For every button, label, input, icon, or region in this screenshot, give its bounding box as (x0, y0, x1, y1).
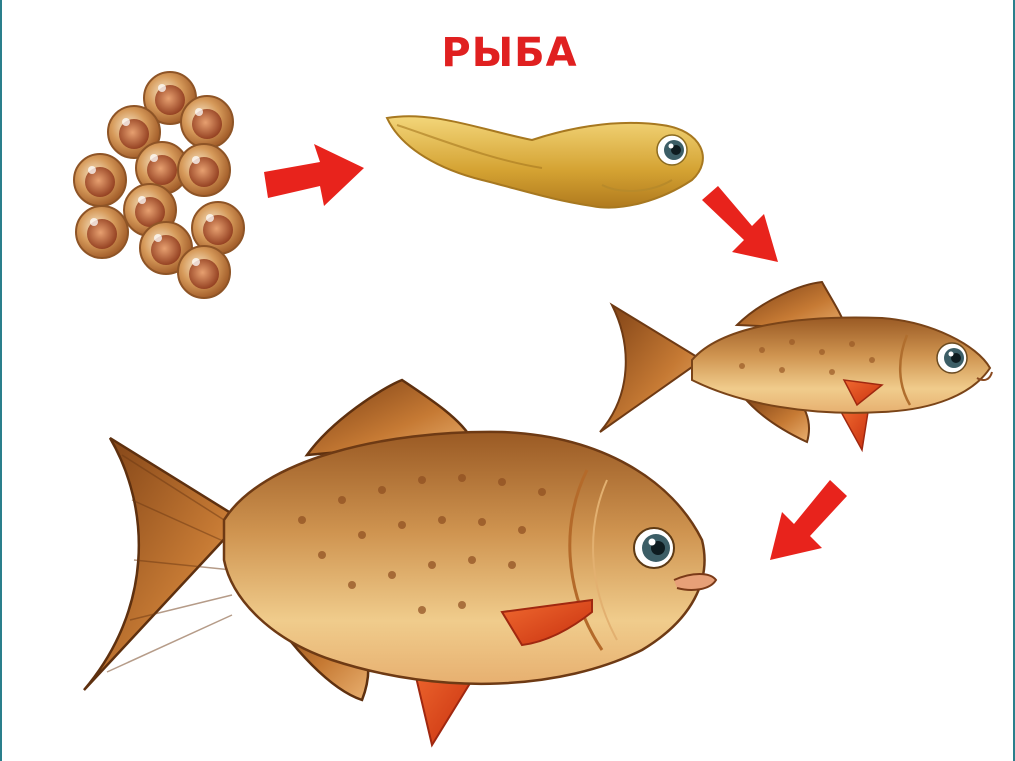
adult-fish-icon (84, 380, 716, 745)
arrow-fry-to-young (702, 186, 778, 262)
arrow-young-to-adult (770, 480, 847, 560)
fish-eggs-icon (74, 72, 244, 298)
young-fish-icon (600, 282, 992, 450)
arrow-eggs-to-fry (264, 144, 364, 206)
fish-fry-icon (387, 116, 703, 207)
